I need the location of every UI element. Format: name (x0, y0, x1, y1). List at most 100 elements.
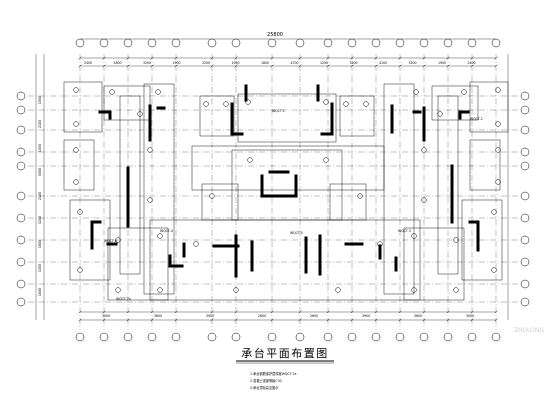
dimension-tick (298, 64, 302, 68)
axis-bubble-left (16, 213, 26, 223)
pile-circle (73, 147, 79, 153)
pile-circle (73, 179, 79, 185)
dimension-tick (374, 318, 378, 322)
pile-circle (77, 209, 83, 215)
dimension-tick (326, 310, 330, 314)
axis-bubble-top (147, 38, 157, 48)
pile-cap-outline (103, 85, 151, 121)
dimension-tick (326, 64, 330, 68)
axis-bubble-left (16, 235, 26, 245)
pile-cap-outline (339, 95, 375, 137)
axis-bubble-top (467, 38, 477, 48)
axis-bubble-bottom (419, 332, 429, 342)
axis-bubble-bottom (207, 332, 217, 342)
shear-wall (468, 220, 480, 252)
axis-bubble-right (520, 91, 530, 101)
pile-cap-outline (199, 95, 235, 137)
top-dimension-text: 1900 (438, 61, 446, 65)
dimension-tick (422, 56, 426, 60)
cap-label: WQCT-7a (116, 297, 131, 301)
axis-bubble-top (171, 38, 181, 48)
pile-circle (411, 233, 417, 239)
pile-cap-outline (237, 93, 337, 143)
dimension-tick (126, 318, 130, 322)
pile-circle (115, 237, 121, 243)
left-dimension-text: 1500 (38, 264, 42, 272)
dimension-tick (398, 310, 402, 314)
axis-bubble-bottom (295, 332, 305, 342)
axis-bubble-left (16, 257, 26, 267)
pile-cap-outline (329, 183, 367, 221)
dimension-tick (150, 64, 154, 68)
dimension-tick (210, 318, 214, 322)
dimension-tick (270, 318, 274, 322)
axis-bubble-top (371, 38, 381, 48)
dimension-tick (398, 56, 402, 60)
pile-circle (495, 87, 501, 93)
left-dimension-text: 1050 (38, 144, 42, 152)
top-dimension-text: 1800 (261, 61, 269, 65)
axis-bubble-right (520, 147, 530, 157)
pile-circle (413, 89, 419, 95)
axis-bubble-right (520, 279, 530, 289)
pile-circle (223, 101, 229, 107)
left-dimension-text: 5000 (38, 168, 42, 176)
pile-circle (323, 157, 329, 163)
axis-bubble-top (323, 38, 333, 48)
shear-walls (90, 84, 480, 278)
dimension-tick (102, 56, 106, 60)
pile-cap-outline (107, 227, 169, 301)
axis-bubble-top (207, 38, 217, 48)
axis-bubble-bottom (323, 332, 333, 342)
dimension-tick (150, 56, 154, 60)
watermark: ZHULONG (514, 327, 544, 334)
cap-label: WQCT-3 (398, 229, 411, 233)
axis-bubble-left (16, 161, 26, 171)
top-dimension-text: 3200 (408, 61, 416, 65)
axis-bubble-right (520, 161, 530, 171)
top-dimension-text: 2400 (467, 61, 475, 65)
axis-bubble-bottom (395, 332, 405, 342)
dimension-tick (174, 56, 178, 60)
axis-bubble-bottom (147, 332, 157, 342)
pile-cap-outline (201, 183, 239, 221)
dimension-tick (174, 318, 178, 322)
axis-bubble-top (231, 38, 241, 48)
pile-circle (73, 87, 79, 93)
axis-bubble-left (16, 279, 26, 289)
cap-label: WQCT-4 (160, 229, 173, 233)
dimension-tick (422, 318, 426, 322)
axis-bubble-right (520, 257, 530, 267)
dimension-tick (494, 64, 498, 68)
drawing-title: 承台平面布置图 (241, 346, 329, 360)
axis-bubble-top (443, 38, 453, 48)
cap-label: WQCT-1 (272, 109, 285, 113)
dimension-tick (494, 310, 498, 314)
top-dimension-text: 1250 (320, 61, 328, 65)
dimension-tick (326, 318, 330, 322)
top-dimension-text: 3200 (349, 61, 357, 65)
axis-bubble-bottom (491, 332, 501, 342)
axis-bubble-bottom (443, 332, 453, 342)
axis-bubble-bottom (99, 332, 109, 342)
top-dimension-text: 3200 (143, 61, 151, 65)
axis-bubble-top (491, 38, 501, 48)
dimension-tick (270, 56, 274, 60)
pile-circle (193, 241, 199, 247)
pile-circle (247, 157, 253, 163)
top-dimension-text: 4100 (379, 61, 387, 65)
dimension-tick (210, 56, 214, 60)
top-dimension-text: 4700 (290, 61, 298, 65)
axis-bubble-left (16, 105, 26, 115)
pile-cap-outline (383, 83, 415, 295)
bottom-dimension-text: 2600 (310, 314, 318, 318)
dimension-tick (78, 310, 82, 314)
top-dimension-text: 1950 (231, 61, 239, 65)
dimension-tick (174, 310, 178, 314)
pile-circle (461, 89, 467, 95)
axis-bubble-top (347, 38, 357, 48)
dimension-tick (150, 318, 154, 322)
left-dimension-text: 2100 (38, 120, 42, 128)
dimension-tick (422, 310, 426, 314)
dimension-tick (326, 56, 330, 60)
